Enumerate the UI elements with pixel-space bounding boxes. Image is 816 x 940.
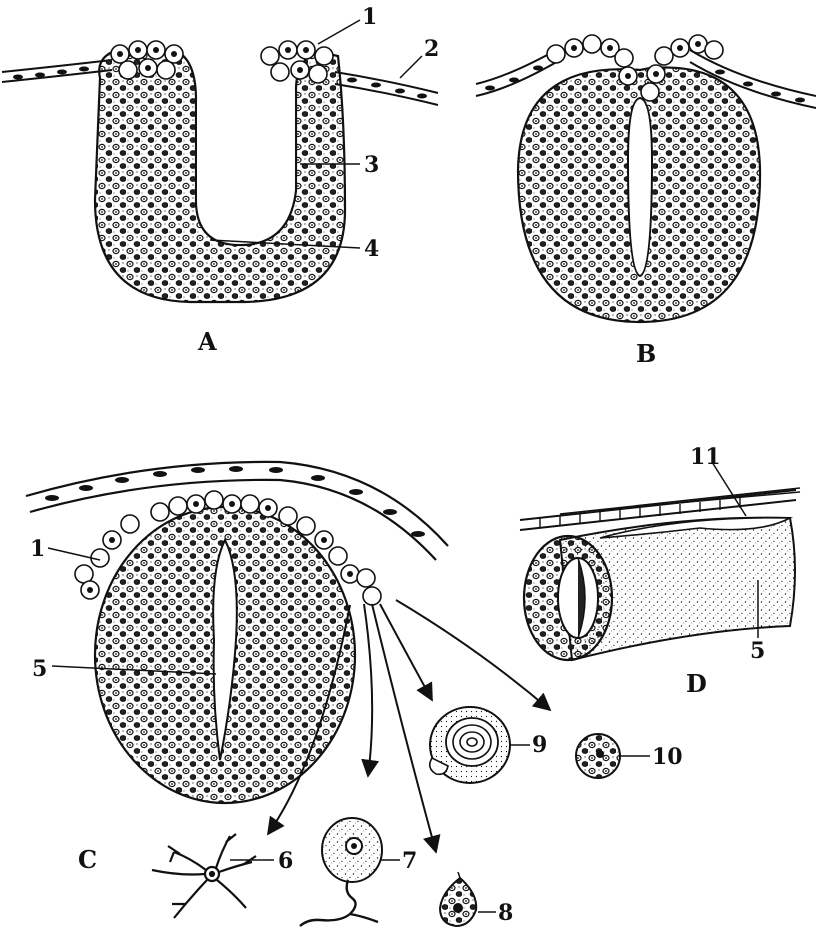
multipolar-neuron xyxy=(151,833,257,919)
label-3: 3 xyxy=(364,152,379,178)
label-1-top: 1 xyxy=(362,4,377,30)
label-2: 2 xyxy=(424,36,439,62)
panel-label-c: C xyxy=(78,845,97,874)
panel-label-a: A xyxy=(197,327,217,356)
panel-label-d: D xyxy=(686,669,707,698)
pigment-cell xyxy=(438,871,496,928)
label-8: 8 xyxy=(498,900,513,926)
panel-label-b: B xyxy=(636,339,656,368)
schwann-cell xyxy=(428,706,530,784)
label-11: 11 xyxy=(690,444,721,470)
label-10: 10 xyxy=(652,744,683,770)
label-5-c: 5 xyxy=(32,656,47,682)
panel-d-tube-perspective: 11 5 D xyxy=(519,444,801,698)
panel-a-neural-groove: 1 2 3 4 A xyxy=(1,4,439,356)
chromaffin-cell xyxy=(575,733,650,779)
panel-b-closing-tube: B xyxy=(475,34,816,368)
label-4: 4 xyxy=(364,236,379,262)
sensory-cell xyxy=(299,817,383,927)
label-9: 9 xyxy=(532,732,547,758)
panel-c-neural-tube: 1 5 xyxy=(25,460,683,928)
label-1-c: 1 xyxy=(30,536,45,562)
label-6: 6 xyxy=(278,848,293,874)
label-7: 7 xyxy=(402,848,417,874)
label-5-d: 5 xyxy=(750,638,765,664)
